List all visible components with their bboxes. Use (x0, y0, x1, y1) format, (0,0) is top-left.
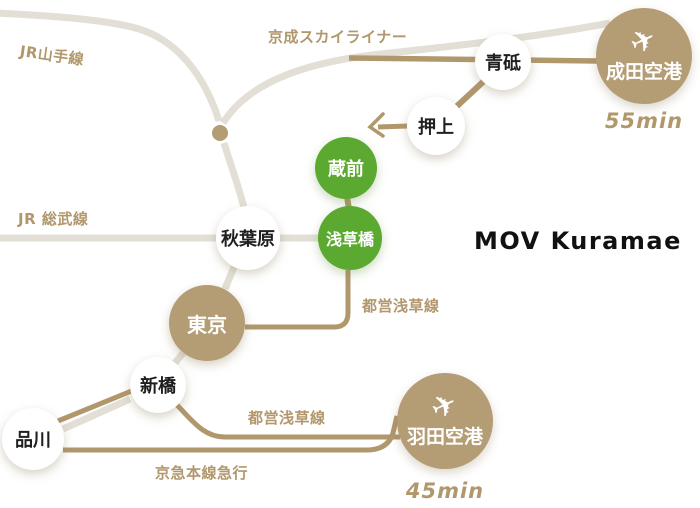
line-keikyu-shinagawa-to-haneda (63, 415, 400, 453)
airport-narita: ✈ 成田空港 (596, 8, 692, 104)
station-label: 品川 (15, 430, 51, 451)
line-jr-shimbashi-to-shinagawa (61, 395, 132, 433)
label-toei-asakusa-line-upper: 都営浅草線 (362, 297, 440, 315)
station-label: 新橋 (140, 376, 176, 397)
line-jr-yamanote-northwest (0, 9, 223, 123)
line-jr-tokyo-to-shimbashi (172, 350, 186, 366)
airplane-icon: ✈ (624, 20, 663, 63)
label-jr-sobu-line: JR 総武線 (18, 210, 89, 228)
line-oshiage-to-kuramae (377, 123, 409, 130)
line-shimbashi-to-haneda (174, 402, 400, 440)
station-label: 押上 (418, 117, 454, 138)
haneda-travel-time: 45min (405, 479, 485, 503)
label-keikyu-main-line: 京急本線急行 (155, 464, 249, 482)
airplane-icon: ✈ (425, 385, 464, 428)
station-shimbashi: 新橋 (130, 357, 186, 413)
narita-travel-time: 55min (604, 109, 684, 133)
station-label: 浅草橋 (325, 230, 374, 249)
station-oshiage: 押上 (407, 97, 465, 155)
page-title: MOV Kuramae (474, 227, 682, 255)
station-label: 秋葉原 (221, 229, 275, 250)
direction-arrow-icon (367, 112, 385, 138)
line-jr-ueno-to-akihabara (220, 141, 248, 209)
line-keisei-skyliner (220, 19, 611, 125)
ueno-interchange-dot (212, 125, 228, 141)
label-keisei-skyliner: 京成スカイライナー (268, 28, 408, 46)
station-label: 蔵前 (328, 159, 364, 180)
airport-label: 羽田空港 (406, 426, 483, 448)
station-kuramae: 蔵前 (315, 137, 377, 199)
station-tokyo: 東京 (169, 285, 245, 361)
airport-label: 成田空港 (605, 61, 682, 83)
label-toei-asakusa-line-lower: 都営浅草線 (248, 409, 326, 427)
line-jr-akihabara-to-tokyo (221, 265, 238, 291)
station-label: 東京 (187, 312, 227, 337)
station-asakusabashi: 浅草橋 (318, 206, 382, 270)
station-akihabara: 秋葉原 (216, 206, 280, 270)
line-toei-shimbashi-to-shinagawa (57, 387, 135, 424)
station-label: 青砥 (485, 53, 521, 74)
line-keisei-main-narita (348, 55, 598, 64)
line-aoto-to-oshiage (453, 78, 487, 110)
line-toei-asakusa-upper (245, 270, 351, 330)
airport-haneda: ✈ 羽田空港 (397, 373, 493, 469)
station-shinagawa: 品川 (2, 408, 64, 470)
station-aoto: 青砥 (475, 34, 531, 90)
